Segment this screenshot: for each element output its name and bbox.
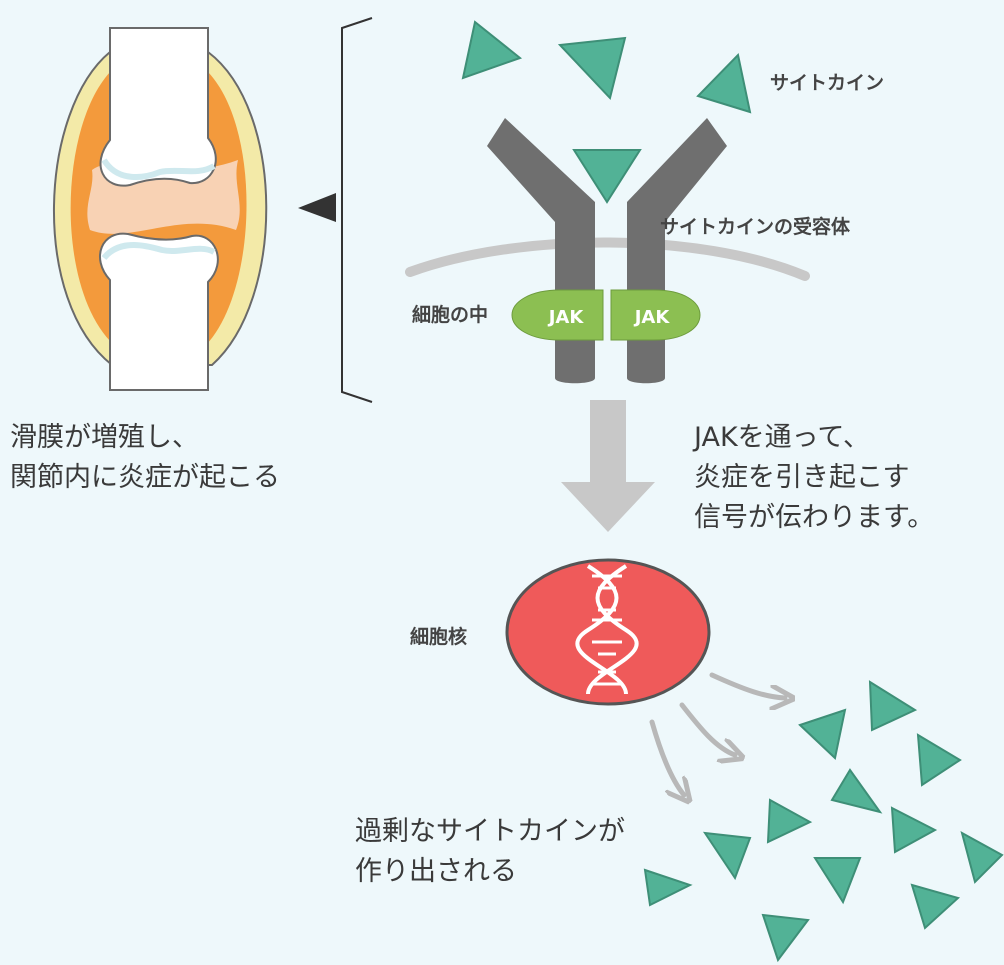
cytokine-triangle: [910, 883, 961, 930]
receptor-label: サイトカインの受容体: [660, 216, 851, 238]
cytokine-label: サイトカイン: [770, 72, 885, 94]
lower-bone: [99, 232, 219, 391]
nucleus-body: [505, 558, 711, 706]
cytokine-triangle: [813, 857, 862, 905]
caption-line: JAKを通って、: [694, 422, 870, 453]
cytokine-triangle: [868, 680, 918, 732]
excess-cytokine-caption: 過剰なサイトカインが 作り出される: [355, 812, 625, 892]
caption-line: 過剰なサイトカインが: [355, 816, 625, 847]
jak-right-label: JAK: [633, 307, 671, 328]
cytokine-triangle: [761, 913, 810, 963]
cell-membrane: [405, 237, 810, 281]
cytokine-triangle: [696, 52, 752, 114]
jak-enzymes: JAK JAK: [511, 289, 701, 341]
jak-right: [610, 289, 701, 341]
cell-nucleus: [505, 558, 711, 706]
cytokine-triangle: [643, 868, 693, 907]
signal-caption: JAKを通って、 炎症を引き起こす 信号が伝わります。: [694, 418, 934, 538]
caption-line: 炎症を引き起こす: [694, 462, 910, 493]
inflamed-joint-illustration: [53, 27, 268, 391]
cytokine-group-excess: [643, 680, 1004, 963]
cytokine-triangle: [916, 733, 962, 787]
dna-helix-icon: [575, 564, 639, 695]
cytokine-triangle: [702, 831, 752, 881]
caption-line: 滑膜が増殖し、: [10, 422, 199, 453]
cytokine-triangle: [557, 36, 627, 101]
zoom-bracket: [341, 17, 373, 403]
caption-line: 信号が伝わります。: [694, 502, 935, 533]
joint-caption: 滑膜が増殖し、 関節内に炎症が起こる: [10, 418, 280, 498]
cytokine-group-top: [461, 20, 752, 204]
upper-bone-cartilage-cap: [101, 158, 216, 181]
cytokine-bound-to-receptor: [572, 149, 642, 204]
cytokine-triangle: [830, 768, 883, 814]
output-arrow: [709, 672, 785, 698]
cytokine-triangle: [890, 806, 938, 854]
cytokine-triangle: [766, 798, 813, 844]
output-arrow: [679, 702, 735, 755]
lower-bone-cartilage-cap: [101, 242, 216, 261]
jak-left: [511, 289, 604, 341]
output-arrows: [649, 672, 785, 795]
upper-bone: [99, 27, 217, 187]
output-arrow: [649, 719, 684, 795]
zoom-pointer-triangle: [298, 193, 336, 222]
caption-line: 作り出される: [355, 856, 517, 887]
cytokine-triangle: [461, 20, 523, 80]
nucleus-label: 細胞核: [410, 626, 468, 648]
jak-left-label: JAK: [547, 307, 585, 328]
inside-cell-label: 細胞の中: [412, 304, 489, 326]
signal-down-arrow: [561, 400, 655, 532]
caption-line: 関節内に炎症が起こる: [10, 462, 280, 493]
cytokine-triangle: [960, 830, 1004, 884]
cytokine-triangle: [798, 708, 847, 760]
